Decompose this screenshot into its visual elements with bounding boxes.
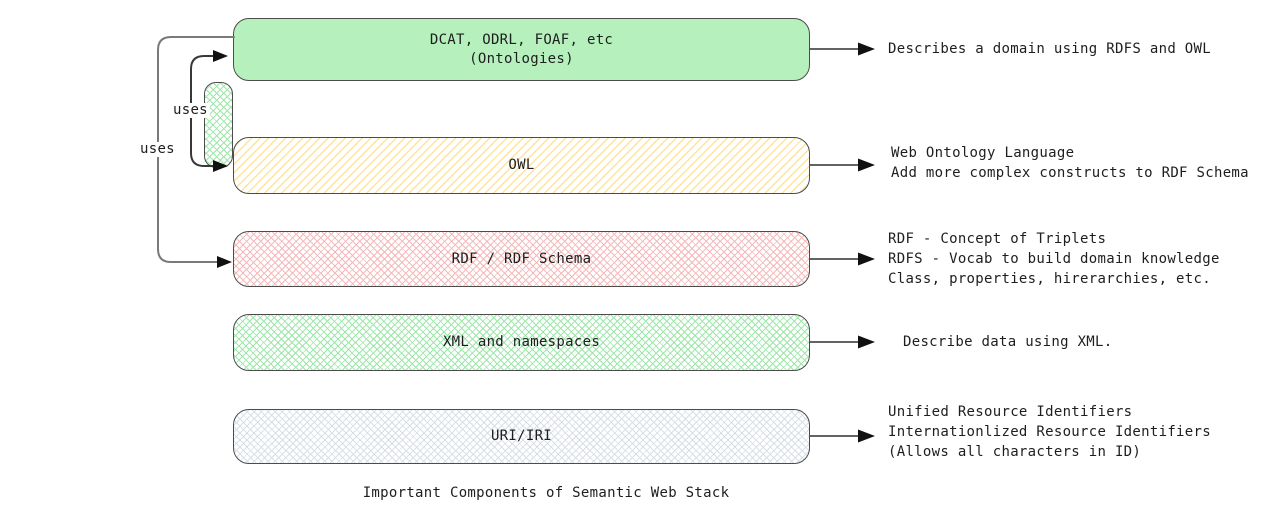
annotation-xml: Describe data using XML. [903, 334, 1113, 350]
edge-label-uses-lower: uses [138, 141, 177, 157]
node-xml-namespaces: XML and namespaces [233, 314, 810, 371]
node-rdf-label: RDF / RDF Schema [451, 250, 592, 267]
arrowhead-xml-annotation [858, 335, 875, 349]
arrowhead-uri-annotation [858, 429, 875, 443]
node-ontologies-label-line1: DCAT, ODRL, FOAF, etc [429, 31, 614, 48]
annotation-arrow-xml [810, 335, 875, 349]
arrowhead-into-rdf [217, 256, 232, 268]
annotation-owl: Web Ontology Language Add more complex c… [891, 145, 1249, 181]
arrowhead-rdf-annotation [858, 252, 875, 266]
arrowhead-owl-annotation [858, 158, 875, 172]
annotation-uri: Unified Resource Identifiers Internation… [888, 404, 1211, 460]
annotation-arrow-rdf [810, 252, 875, 266]
node-owl: OWL [233, 137, 810, 194]
annotation-arrow-owl [810, 158, 875, 172]
node-uri-iri: URI/IRI [233, 409, 810, 464]
node-ontologies-label-line2: (Ontologies) [469, 50, 574, 67]
node-ontologies: DCAT, ODRL, FOAF, etc (Ontologies) [233, 18, 810, 81]
arrowhead-into-owl [213, 160, 228, 172]
node-owl-label: OWL [508, 157, 535, 173]
node-xml-label: XML and namespaces [442, 334, 601, 350]
arrowhead-ontologies-annotation [858, 42, 875, 56]
diagram-caption: Important Components of Semantic Web Sta… [362, 485, 730, 501]
annotation-rdf: RDF - Concept of Triplets RDFS - Vocab t… [888, 231, 1220, 287]
annotation-ontologies: Describes a domain using RDFS and OWL [888, 41, 1211, 57]
annotation-arrow-uri [810, 429, 875, 443]
node-uri-label: URI/IRI [490, 428, 553, 444]
edge-label-uses-upper: uses [171, 102, 210, 118]
node-rdf-rdf-schema: RDF / RDF Schema [233, 231, 810, 287]
arrowhead-into-ontologies [213, 50, 228, 62]
annotation-arrow-ontologies [810, 42, 875, 56]
